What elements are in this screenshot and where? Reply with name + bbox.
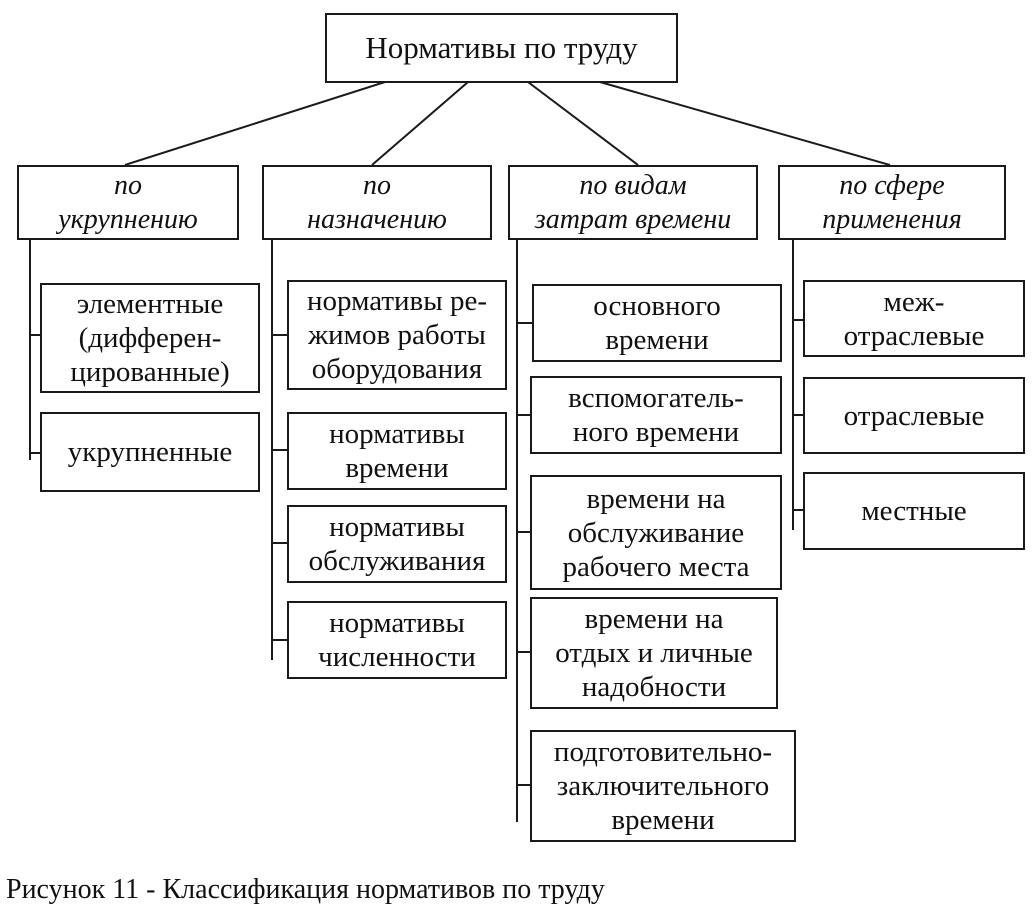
item-workplace-service-time: времени на обслуживание рабочего места xyxy=(530,475,782,590)
item-sectoral: отраслевые xyxy=(803,377,1025,454)
item-rest-time: времени на отдых и личные надобности xyxy=(530,597,778,709)
item-auxiliary-time: вспомогатель- ного времени xyxy=(530,376,782,454)
item-equipment-modes: нормативы ре- жимов работы оборудования xyxy=(287,280,507,390)
item-local: местные xyxy=(803,472,1025,550)
item-intersectoral: меж- отраслевые xyxy=(803,280,1025,357)
item-elemental: элементные (дифферен- цированные) xyxy=(40,283,260,393)
category-by-time-costs: по видам затрат времени xyxy=(508,165,758,240)
figure-caption: Рисунок 11 - Классификация нормативов по… xyxy=(6,874,605,905)
item-time-norms: нормативы времени xyxy=(287,412,507,490)
item-main-time: основного времени xyxy=(532,284,782,362)
category-by-scope: по сфере применения xyxy=(778,165,1006,240)
category-by-enlargement: по укрупнению xyxy=(17,165,239,240)
item-enlarged: укрупненные xyxy=(40,412,260,492)
item-preparatory-time: подготовительно- заключительного времени xyxy=(530,730,796,842)
category-by-purpose: по назначению xyxy=(262,165,492,240)
item-service-norms: нормативы обслуживания xyxy=(287,505,507,583)
root-box: Нормативы по труду xyxy=(325,13,678,83)
item-headcount-norms: нормативы численности xyxy=(287,601,507,679)
